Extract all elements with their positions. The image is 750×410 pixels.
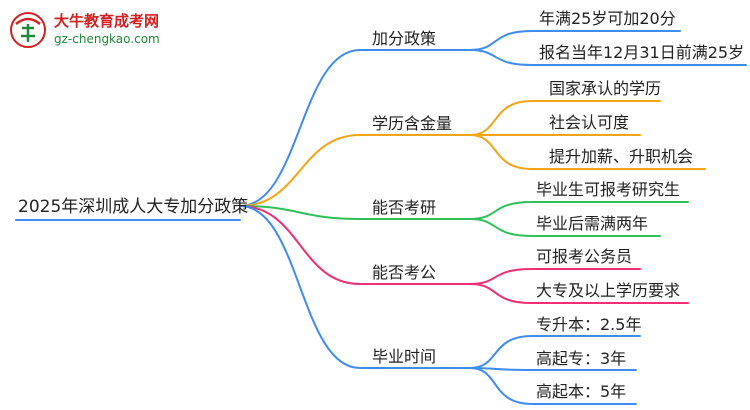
leaf-node: 毕业后需满两年: [536, 214, 649, 233]
leaf-node: 年满25岁可加20分: [539, 9, 676, 28]
leaf-connector: [469, 268, 641, 285]
branch-degree-value: 学历含金量: [372, 114, 453, 133]
logo-title: 大牛教育成考网: [54, 12, 160, 30]
leaf-node: 大专及以上学历要求: [536, 281, 681, 300]
branch-connector: [239, 205, 361, 220]
branch-graduation-time: 毕业时间: [372, 347, 437, 366]
leaf-node: 可报考公务员: [536, 247, 633, 266]
leaf-connector: [469, 201, 689, 220]
leaf-connector: [469, 134, 706, 170]
leaf-connector: [469, 283, 689, 304]
branch-postgraduate: 能否考研: [372, 198, 437, 217]
leaf-connector: [469, 100, 661, 136]
leaf-node: 社会认可度: [549, 113, 630, 132]
branch-connector: [239, 205, 361, 285]
site-logo: 大牛教育成考网 gz-chengkao.com: [8, 10, 208, 54]
leaf-connector: [469, 49, 747, 66]
leaf-connector: [469, 30, 681, 51]
leaf-connector: [469, 367, 637, 371]
branch-connector: [239, 49, 361, 207]
branch-civil-service: 能否考公: [372, 263, 437, 282]
leaf-node: 毕业生可报考研究生: [536, 180, 681, 199]
leaf-connector: [469, 367, 637, 405]
bull-logo-icon: [10, 12, 46, 48]
branch-bonus-policy: 加分政策: [372, 29, 437, 48]
leaf-node: 高起本：5年: [536, 382, 627, 401]
leaf-node: 专升本：2.5年: [536, 315, 642, 334]
branch-connector: [239, 134, 361, 207]
leaf-node: 提升加薪、升职机会: [549, 147, 694, 166]
leaf-connector: [469, 218, 661, 237]
logo-url: gz-chengkao.com: [54, 32, 160, 46]
leaf-node: 报名当年12月31日前满25岁: [539, 43, 745, 62]
leaf-connector: [469, 335, 641, 369]
leaf-node: 高起专：3年: [536, 349, 627, 368]
branch-connector: [239, 205, 361, 369]
root-node: 2025年深圳成人大专加分政策: [18, 197, 249, 217]
leaf-node: 国家承认的学历: [549, 79, 662, 98]
